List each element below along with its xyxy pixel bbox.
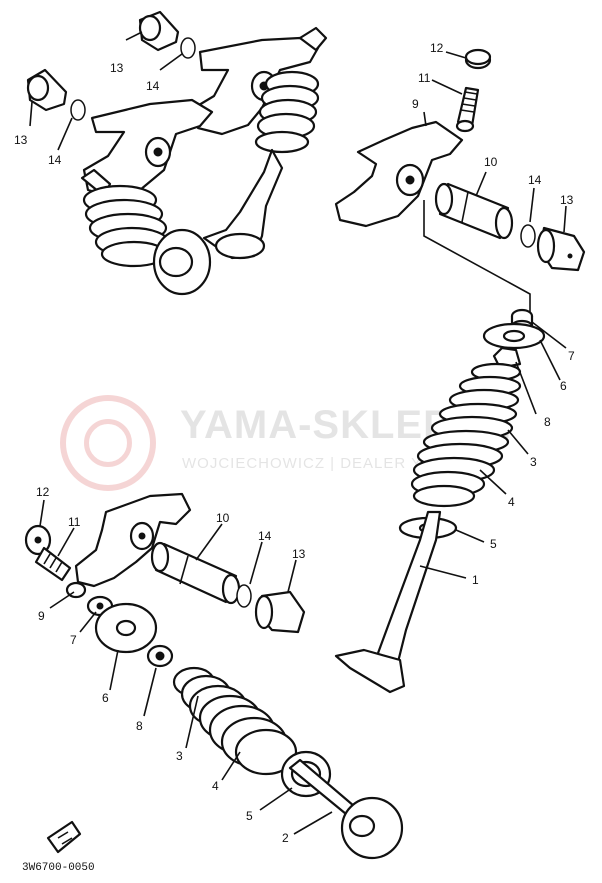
- direction-arrow-icon: [46, 820, 82, 854]
- callout-label: 14: [48, 153, 62, 167]
- callout-label: 4: [508, 495, 515, 509]
- callout-label: 10: [216, 511, 230, 525]
- rocker-arm-icon: [334, 120, 464, 228]
- callout-label: 13: [110, 61, 124, 75]
- valve-spring-icon: [80, 168, 170, 268]
- top-right-assembly: [334, 48, 586, 316]
- callout-label: 5: [246, 809, 253, 823]
- callout-label: 1: [472, 573, 479, 587]
- callout-label: 3: [176, 749, 183, 763]
- callout-label: 14: [258, 529, 272, 543]
- callout-label: 4: [212, 779, 219, 793]
- o-ring-icon: [520, 224, 536, 248]
- adjuster-screw-icon: [455, 86, 480, 133]
- callout-label: 3: [530, 455, 537, 469]
- callout-label: 11: [68, 515, 81, 529]
- valve-icon: [288, 758, 404, 860]
- callout-label: 13: [14, 133, 28, 147]
- callout-label: 8: [544, 415, 551, 429]
- valve-spring-icon: [254, 70, 320, 154]
- locknut-icon: [464, 48, 492, 70]
- rocker-arm-icon: [82, 98, 214, 198]
- callout-label: 13: [292, 547, 306, 561]
- valve-spring-icon: [172, 666, 298, 776]
- callout-label: 6: [560, 379, 567, 393]
- callout-label: 5: [490, 537, 497, 551]
- right-valve-stack: [334, 308, 546, 694]
- adjuster-screw-icon: [34, 546, 72, 582]
- callout-label: 6: [102, 691, 109, 705]
- callout-label: 14: [528, 173, 542, 187]
- o-ring-icon: [70, 99, 86, 121]
- callout-label: 11: [418, 71, 431, 85]
- valve-spring-icon: [410, 362, 522, 508]
- callout-label: 12: [36, 485, 50, 499]
- callout-labels: 13 14 13 14 12 11 9 10 14 13 7 6 8 3 4 5…: [14, 41, 575, 845]
- callout-label: 9: [38, 609, 45, 623]
- callout-label: 10: [484, 155, 498, 169]
- spring-retainer-icon: [482, 322, 546, 350]
- valve-icon: [334, 510, 442, 694]
- rocker-shaft-cap-icon: [536, 226, 586, 272]
- valve-icon: [152, 228, 212, 296]
- rocker-shaft-icon: [150, 541, 241, 605]
- valve-icon: [202, 148, 284, 260]
- assembly-guide-line: [423, 200, 531, 316]
- leader-lines: [29, 31, 567, 835]
- rocker-shaft-cap-icon: [138, 10, 180, 52]
- callout-label: 12: [430, 41, 444, 55]
- callout-label: 14: [146, 79, 160, 93]
- callout-label: 13: [560, 193, 574, 207]
- rocker-shaft-icon: [434, 182, 514, 240]
- callout-label: 7: [70, 633, 77, 647]
- callout-label: 9: [412, 97, 419, 111]
- rocker-shaft-cap-icon: [26, 68, 68, 112]
- o-ring-icon: [180, 37, 196, 59]
- bottom-left-assembly: [24, 492, 404, 860]
- rocker-arm-icon: [74, 492, 192, 588]
- callout-label: 8: [136, 719, 143, 733]
- valve-cotter-icon: [146, 644, 174, 668]
- callout-label: 7: [568, 349, 575, 363]
- o-ring-icon: [236, 584, 252, 608]
- top-left-assembly: [26, 10, 328, 296]
- callout-label: 2: [282, 831, 289, 845]
- catalog-code: 3W6700-0050: [22, 862, 95, 874]
- spring-retainer-icon: [94, 602, 158, 654]
- rocker-shaft-cap-icon: [254, 590, 306, 634]
